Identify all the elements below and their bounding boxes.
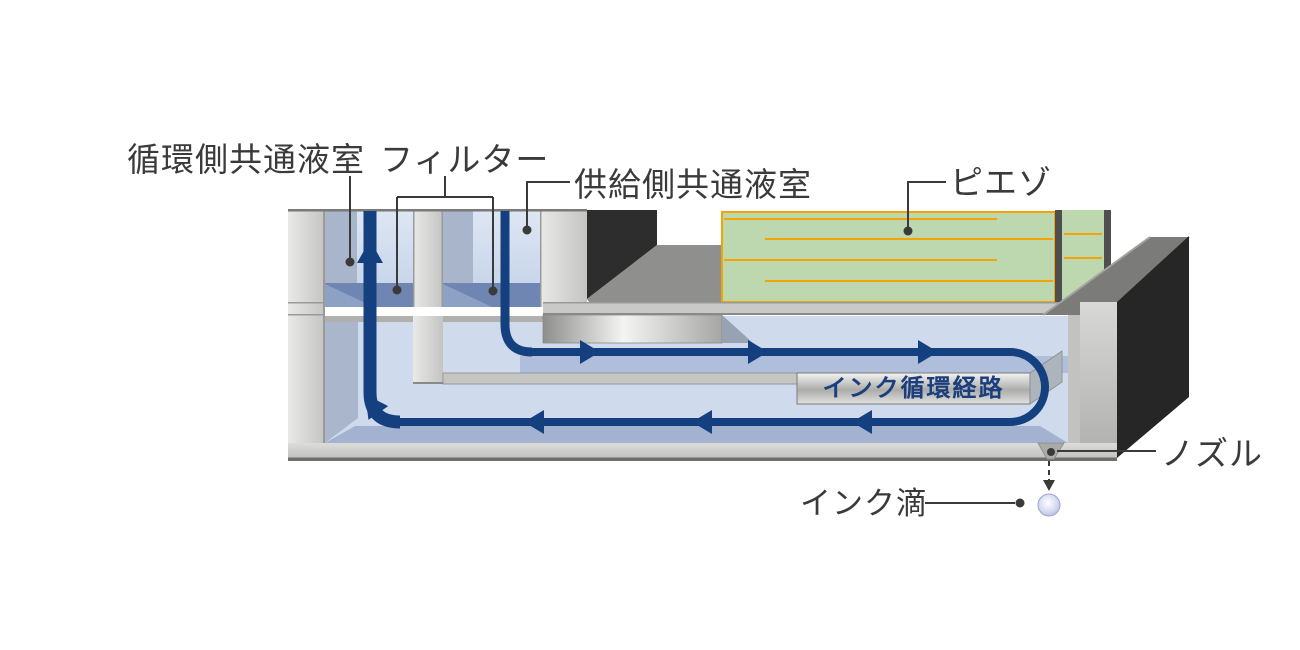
arrow-right-3 — [918, 340, 938, 364]
center-divider-wall — [413, 210, 443, 307]
end-block-front-face — [1080, 302, 1117, 452]
end-block-side-face — [1117, 236, 1189, 458]
arrow-left-2 — [692, 410, 712, 434]
label-ink-circulation-path: インク循環経路 — [822, 374, 1005, 402]
left-wall-seam-2 — [288, 314, 325, 316]
label-nozzle: ノズル — [1161, 435, 1263, 472]
left-wall-seam-1 — [288, 302, 325, 304]
arrow-left-3 — [852, 410, 872, 434]
middle-plate-band — [543, 302, 1080, 315]
gray-floor-wedge — [587, 245, 722, 302]
supply-down-line — [500, 211, 533, 357]
nozzle-plate — [288, 442, 1117, 461]
label-filter: フィルター — [380, 141, 550, 178]
ink-droplet-shape — [1037, 493, 1061, 517]
channel-divider-wall — [442, 372, 798, 385]
end-block-top-edge — [1042, 236, 1151, 316]
arrow-right-1 — [580, 340, 600, 364]
right-upper-wall-edge — [540, 210, 542, 315]
leader-supply — [526, 181, 570, 226]
cavity-left-bevel — [325, 316, 358, 443]
leader-dots — [345, 225, 1025, 508]
ejection-arrowhead — [1043, 480, 1055, 491]
piezo-separator-bar-2 — [1104, 210, 1111, 280]
filter-left-highlight — [325, 284, 374, 307]
dot-piezo — [903, 226, 913, 236]
vibration-plate-block — [542, 314, 723, 344]
plate-top-edge — [543, 302, 1080, 304]
bottom-plate — [288, 443, 1117, 459]
u-turn-line — [1009, 348, 1049, 426]
end-block-top-face — [1043, 237, 1190, 315]
piezo-separator-bar-1 — [1055, 210, 1062, 302]
divider-edge-l — [413, 210, 415, 307]
vibration-plate-wedge — [722, 315, 753, 343]
riser-divider-bottom-edge — [413, 382, 443, 384]
ink-flow-arrows — [357, 240, 938, 434]
leader-piezo — [907, 181, 946, 227]
path-label-plate — [796, 372, 1031, 405]
leader-lines — [349, 176, 1156, 504]
dot-filter-right — [488, 286, 498, 296]
dark-block-left — [587, 210, 657, 299]
arrow-right-2 — [748, 340, 768, 364]
label-piezo: ピエゾ — [950, 164, 1052, 201]
nozzle-dot — [1047, 448, 1055, 456]
right-upper-wall — [540, 210, 587, 315]
riser-divider-wall — [413, 316, 443, 384]
filter-right-highlight — [443, 284, 492, 307]
divider-edge-r — [441, 210, 443, 307]
label-supply-chamber: 供給側共通液室 — [574, 166, 812, 203]
top-edge-line — [288, 209, 587, 212]
label-circulation-chamber: 循環側共通液室 — [127, 141, 365, 178]
droplet-ejection — [1037, 448, 1061, 517]
left-wall-edge — [323, 210, 325, 460]
supply-channel-shade — [520, 356, 1073, 373]
inner-right-wall — [1068, 313, 1080, 448]
arrow-left-1 — [524, 410, 544, 434]
left-outer-wall — [288, 210, 325, 460]
piezo-block — [721, 211, 1056, 303]
arrow-bend-up-left — [365, 394, 389, 420]
dot-filter-left — [392, 285, 402, 295]
arrow-up — [357, 240, 383, 263]
piezo-electrode-lines — [724, 218, 1053, 282]
separation-gap — [325, 307, 543, 316]
plate-bottom-edge — [543, 313, 1080, 315]
dot-circulation — [345, 257, 355, 267]
cavity-bottom-bevel — [325, 426, 1068, 443]
label-ink-droplet: インク滴 — [800, 486, 928, 521]
dot-droplet — [1015, 498, 1025, 508]
bottom-plate-dark-edge — [288, 457, 1117, 461]
dot-supply — [522, 225, 532, 235]
piezo-section — [721, 210, 1111, 303]
right-end-block — [1042, 236, 1190, 458]
